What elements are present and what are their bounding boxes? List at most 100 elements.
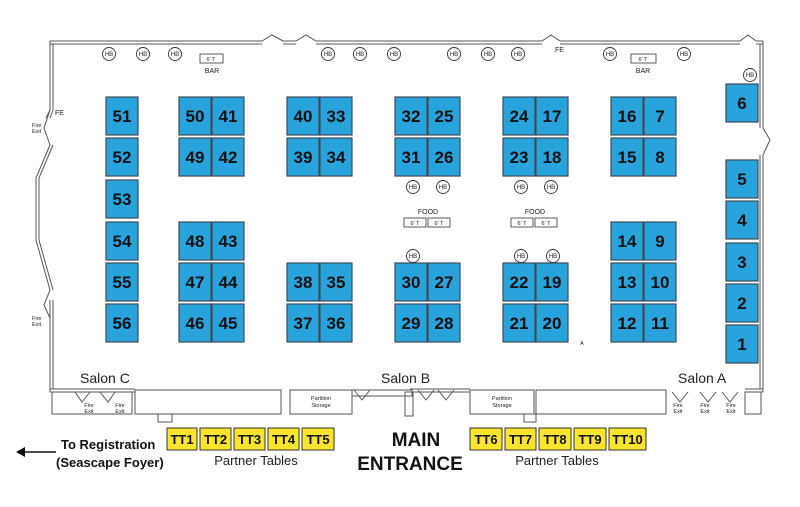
booth-box[interactable] (535, 137, 569, 177)
booth-box[interactable] (178, 137, 212, 177)
booth-box[interactable] (502, 303, 536, 343)
partner-table-tt3[interactable]: TT3 (233, 427, 266, 451)
booth-26[interactable]: 26 (427, 137, 461, 177)
booth-31[interactable]: 31 (394, 137, 428, 177)
booth-13[interactable]: 13 (610, 262, 644, 302)
booth-box[interactable] (105, 303, 139, 343)
booth-box[interactable] (643, 262, 677, 302)
booth-36[interactable]: 36 (319, 303, 353, 343)
booth-23[interactable]: 23 (502, 137, 536, 177)
booth-11[interactable]: 11 (643, 303, 677, 343)
booth-box[interactable] (610, 303, 644, 343)
booth-28[interactable]: 28 (427, 303, 461, 343)
booth-46[interactable]: 46 (178, 303, 212, 343)
booth-14[interactable]: 14 (610, 221, 644, 261)
booth-box[interactable] (286, 303, 320, 343)
booth-box[interactable] (610, 137, 644, 177)
booth-18[interactable]: 18 (535, 137, 569, 177)
booth-box[interactable] (427, 262, 461, 302)
booth-box[interactable] (105, 137, 139, 177)
booth-box[interactable] (319, 96, 353, 136)
partner-table-tt4[interactable]: TT4 (267, 427, 300, 451)
booth-45[interactable]: 45 (211, 303, 245, 343)
booth-box[interactable] (286, 137, 320, 177)
partner-table-tt7[interactable]: TT7 (504, 427, 537, 451)
booth-box[interactable] (105, 221, 139, 261)
booth-box[interactable] (286, 262, 320, 302)
booth-box[interactable] (178, 262, 212, 302)
booth-9[interactable]: 9 (643, 221, 677, 261)
booth-15[interactable]: 15 (610, 137, 644, 177)
booth-box[interactable] (610, 221, 644, 261)
partner-table-tt8[interactable]: TT8 (538, 427, 572, 451)
booth-6[interactable]: 6 (725, 83, 759, 123)
booth-56[interactable]: 56 (105, 303, 139, 343)
booth-box[interactable] (643, 221, 677, 261)
booth-box[interactable] (394, 96, 428, 136)
booth-52[interactable]: 52 (105, 137, 139, 177)
booth-41[interactable]: 41 (211, 96, 245, 136)
booth-24[interactable]: 24 (502, 96, 536, 136)
booth-22[interactable]: 22 (502, 262, 536, 302)
booth-16[interactable]: 16 (610, 96, 644, 136)
booth-4[interactable]: 4 (725, 200, 759, 240)
booth-box[interactable] (427, 137, 461, 177)
booth-box[interactable] (319, 262, 353, 302)
booth-box[interactable] (725, 83, 759, 123)
booth-box[interactable] (725, 159, 759, 199)
partner-table-tt5[interactable]: TT5 (301, 427, 335, 451)
booth-box[interactable] (178, 221, 212, 261)
booth-40[interactable]: 40 (286, 96, 320, 136)
booth-box[interactable] (643, 137, 677, 177)
booth-box[interactable] (725, 242, 759, 282)
booth-38[interactable]: 38 (286, 262, 320, 302)
booth-34[interactable]: 34 (319, 137, 353, 177)
booth-17[interactable]: 17 (535, 96, 569, 136)
booth-box[interactable] (394, 303, 428, 343)
booth-box[interactable] (211, 221, 245, 261)
booth-5[interactable]: 5 (725, 159, 759, 199)
booth-12[interactable]: 12 (610, 303, 644, 343)
booth-box[interactable] (535, 96, 569, 136)
booth-19[interactable]: 19 (535, 262, 569, 302)
booth-1[interactable]: 1 (725, 324, 759, 364)
partner-table-tt10[interactable]: TT10 (608, 427, 647, 451)
booth-8[interactable]: 8 (643, 137, 677, 177)
booth-54[interactable]: 54 (105, 221, 139, 261)
booth-box[interactable] (105, 262, 139, 302)
booth-box[interactable] (427, 96, 461, 136)
booth-box[interactable] (394, 137, 428, 177)
booth-box[interactable] (535, 262, 569, 302)
booth-3[interactable]: 3 (725, 242, 759, 282)
partner-table-tt6[interactable]: TT6 (469, 427, 503, 451)
booth-7[interactable]: 7 (643, 96, 677, 136)
booth-box[interactable] (319, 303, 353, 343)
booth-box[interactable] (502, 262, 536, 302)
booth-box[interactable] (502, 137, 536, 177)
booth-21[interactable]: 21 (502, 303, 536, 343)
booth-box[interactable] (178, 96, 212, 136)
booth-50[interactable]: 50 (178, 96, 212, 136)
booth-box[interactable] (211, 96, 245, 136)
booth-box[interactable] (725, 324, 759, 364)
booth-box[interactable] (394, 262, 428, 302)
booth-44[interactable]: 44 (211, 262, 245, 302)
booth-box[interactable] (610, 96, 644, 136)
booth-box[interactable] (643, 303, 677, 343)
partner-table-tt9[interactable]: TT9 (573, 427, 607, 451)
booth-box[interactable] (725, 200, 759, 240)
booth-55[interactable]: 55 (105, 262, 139, 302)
booth-box[interactable] (211, 137, 245, 177)
booth-25[interactable]: 25 (427, 96, 461, 136)
booth-box[interactable] (211, 262, 245, 302)
booth-box[interactable] (105, 96, 139, 136)
booth-box[interactable] (319, 137, 353, 177)
partner-table-tt2[interactable]: TT2 (199, 427, 232, 451)
booth-2[interactable]: 2 (725, 283, 759, 323)
booth-48[interactable]: 48 (178, 221, 212, 261)
booth-30[interactable]: 30 (394, 262, 428, 302)
booth-42[interactable]: 42 (211, 137, 245, 177)
partner-table-tt1[interactable]: TT1 (166, 427, 198, 451)
booth-37[interactable]: 37 (286, 303, 320, 343)
booth-29[interactable]: 29 (394, 303, 428, 343)
